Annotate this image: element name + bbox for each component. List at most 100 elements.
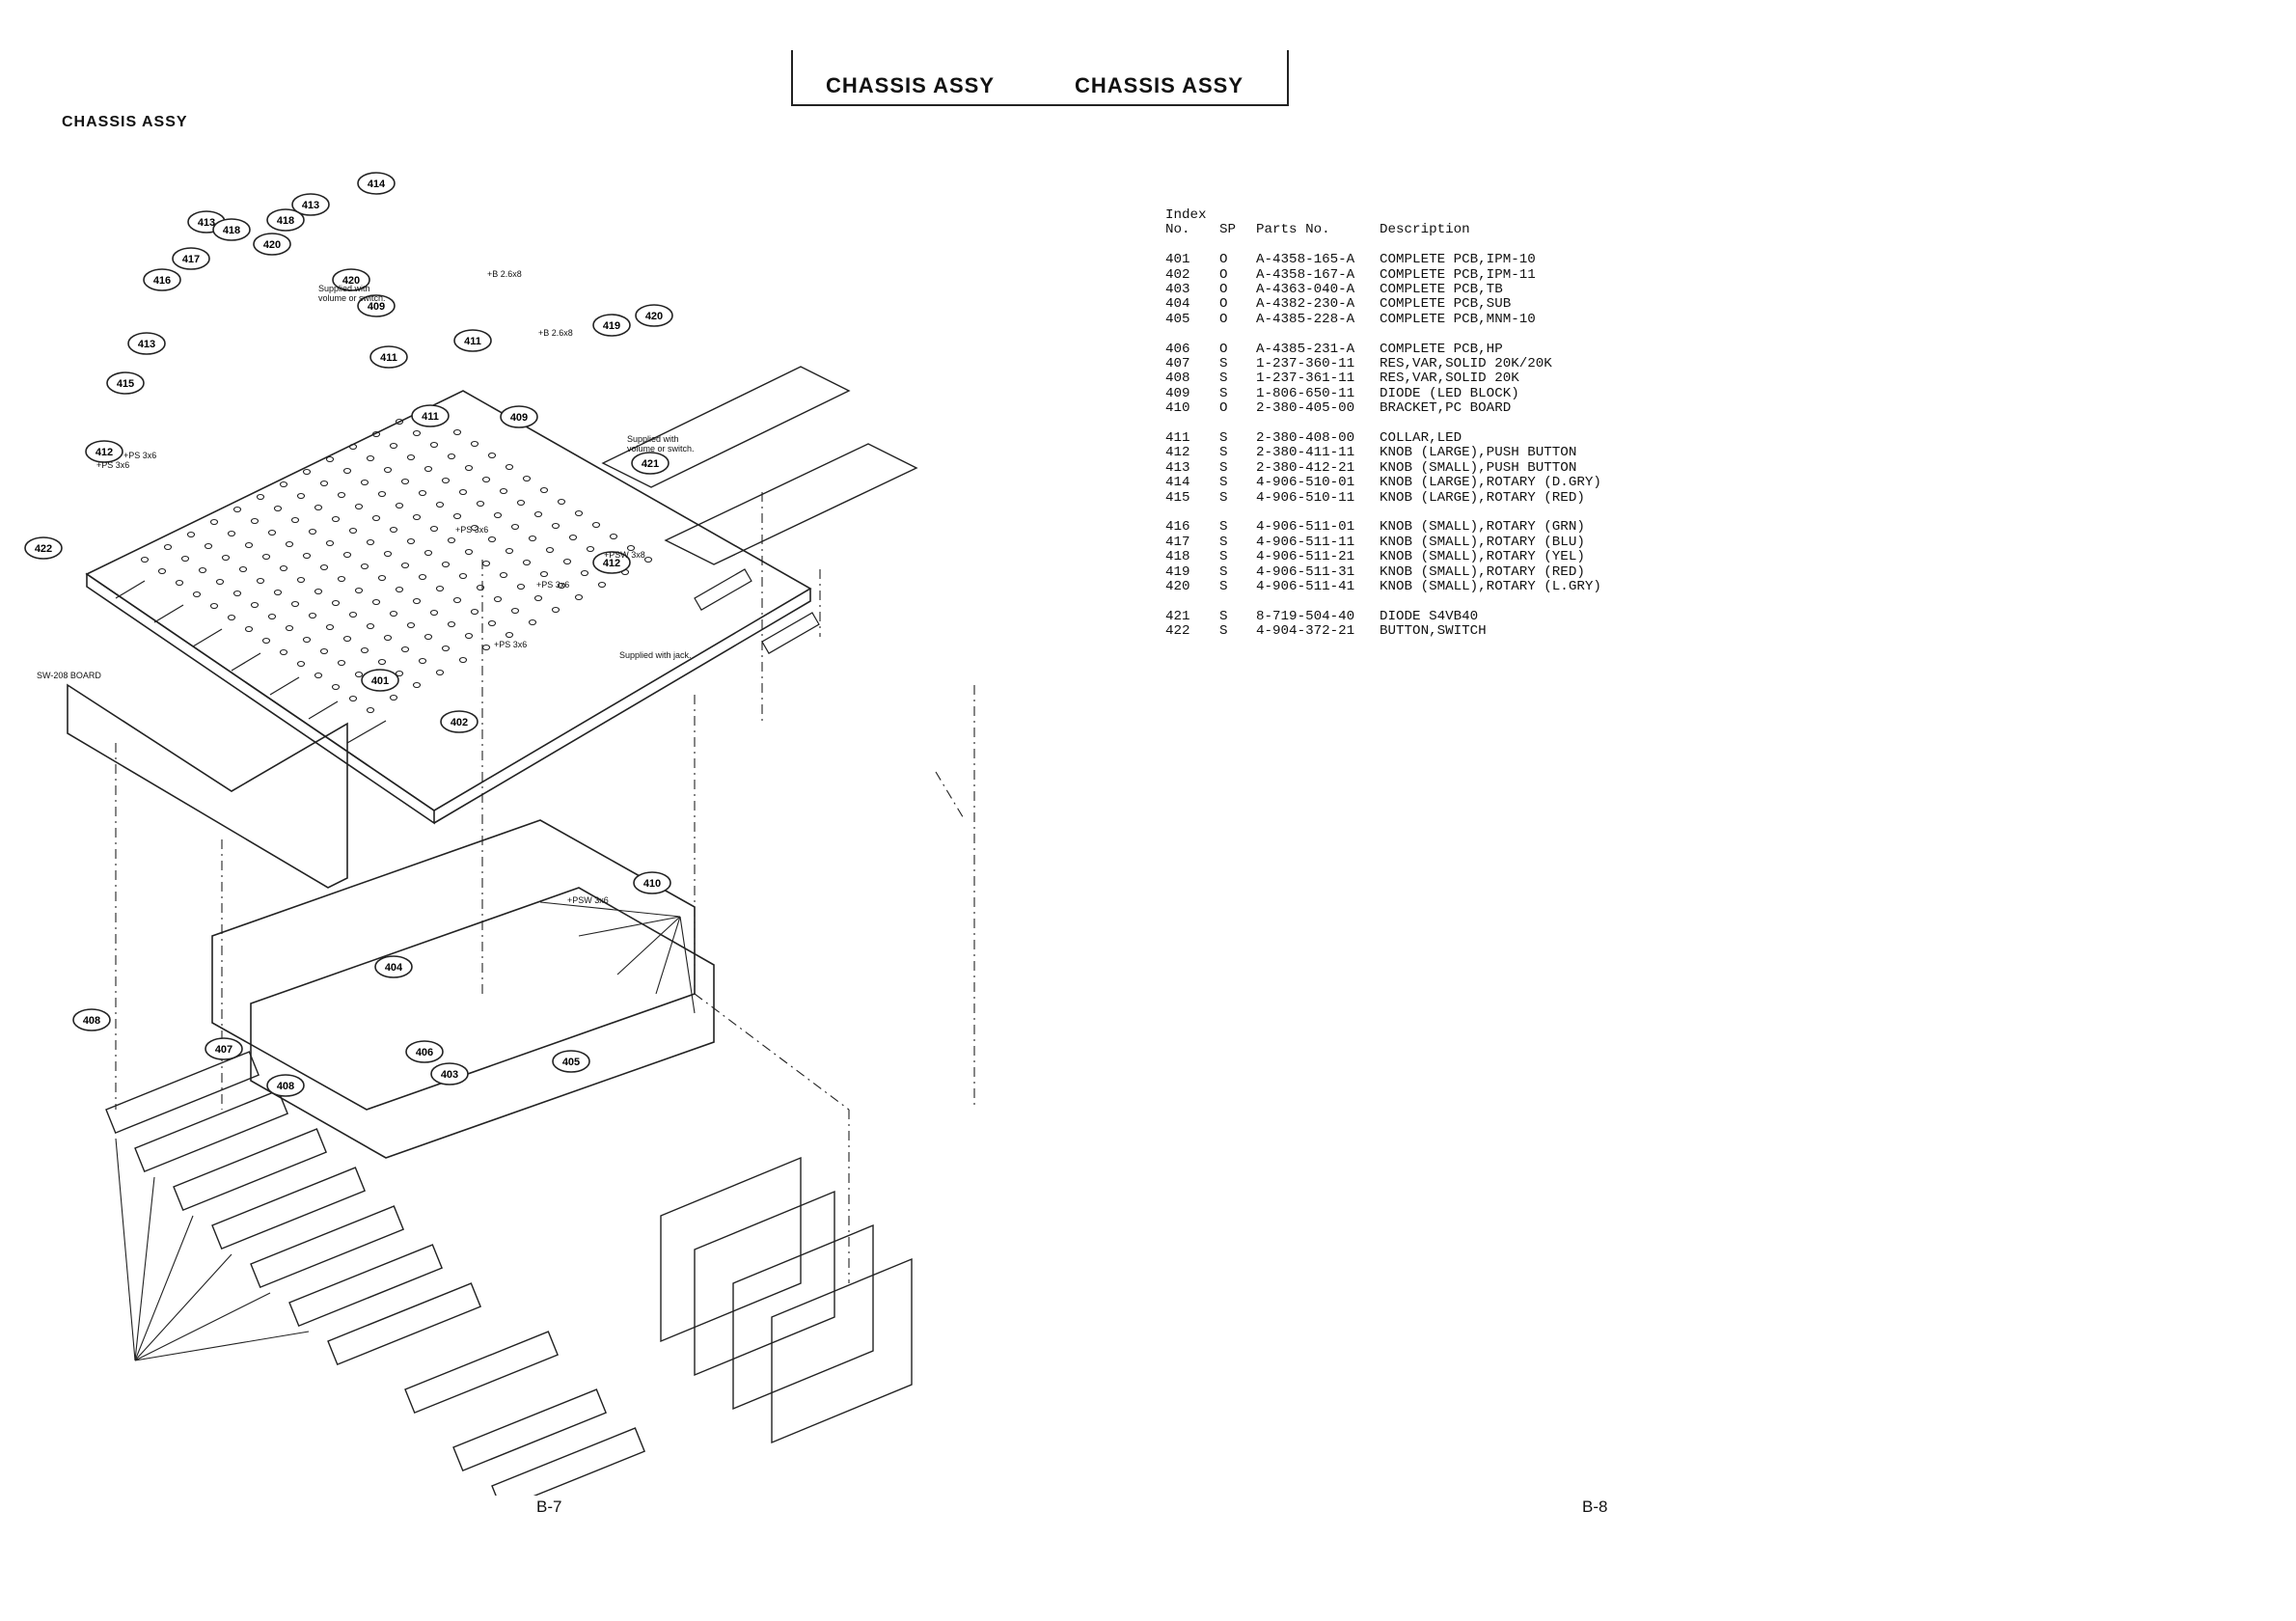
plate-hole (337, 491, 346, 499)
cell-index: 416 (1165, 519, 1190, 536)
cell-description: KNOB (LARGE),PUSH BUTTON (1380, 445, 1577, 461)
plate-hole (406, 621, 416, 629)
cell-parts-no: A-4358-167-A (1256, 266, 1355, 283)
plate-hole (412, 513, 422, 521)
plate-hole (626, 544, 636, 552)
callout-418-a: 418 (266, 208, 305, 232)
callout-411-c: 411 (411, 404, 450, 427)
note-supplied-vol-1a: Supplied with (318, 284, 370, 293)
callout-415: 415 (106, 371, 145, 395)
plate-hole (476, 500, 485, 508)
svg-text:420: 420 (263, 239, 281, 251)
svg-text:402: 402 (451, 717, 468, 728)
svg-text:406: 406 (416, 1047, 433, 1058)
cell-parts-no: 1-237-360-11 (1256, 356, 1355, 372)
note-supplied-vol-2a: Supplied with (627, 434, 679, 444)
cell-index: 402 (1165, 266, 1190, 283)
plate-hole (371, 598, 381, 606)
note-supplied-jack: Supplied with jack. (619, 650, 692, 660)
header-title-left: CHASSIS ASSY (826, 73, 996, 97)
plate-hole (412, 597, 422, 605)
cell-sp: O (1219, 266, 1228, 283)
svg-text:422: 422 (35, 543, 52, 555)
cell-parts-no: 2-380-412-21 (1256, 459, 1355, 476)
plate-hole (279, 481, 288, 488)
plate-hole (441, 477, 451, 484)
plate-hole (400, 646, 410, 653)
cell-index: 409 (1165, 385, 1190, 401)
plate-hole (308, 528, 317, 536)
svg-text:421: 421 (642, 458, 659, 470)
plate-hole (643, 556, 653, 563)
plate-hole (192, 591, 202, 598)
header-frame (791, 50, 1289, 106)
cell-description: KNOB (LARGE),ROTARY (RED) (1380, 489, 1585, 506)
plate-hole (250, 517, 260, 525)
callout-403: 403 (430, 1062, 469, 1085)
plate-hole (452, 428, 462, 436)
cell-parts-no: 2-380-411-11 (1256, 445, 1355, 461)
plate-hole (366, 538, 375, 546)
callout-412-a: 412 (85, 440, 123, 463)
cell-index: 417 (1165, 534, 1190, 550)
plate-hole (261, 553, 271, 561)
note-supplied-vol-1b: volume or switch. (318, 293, 386, 303)
sw-board (67, 683, 348, 889)
plate-hole (516, 499, 526, 507)
plate-hole (244, 625, 254, 633)
plate-hole (302, 552, 312, 560)
plate-hole (377, 658, 387, 666)
cell-parts-no: A-4385-231-A (1256, 341, 1355, 357)
plate-hole (348, 443, 358, 451)
plate-hole (464, 464, 474, 472)
plate-hole (285, 540, 294, 548)
callout-401: 401 (361, 669, 399, 692)
plate-hole (533, 594, 543, 602)
svg-text:401: 401 (371, 675, 389, 687)
cell-description: DIODE S4VB40 (1380, 608, 1479, 624)
note-b26x8-top: +B 2.6x8 (487, 269, 522, 279)
plate-hole (337, 659, 346, 667)
plate-slots (115, 568, 820, 744)
leaders-402 (539, 901, 696, 1014)
cell-description: KNOB (SMALL),ROTARY (BLU) (1380, 534, 1585, 550)
cell-sp: O (1219, 252, 1228, 268)
plate-hole (331, 683, 341, 691)
note-ps3x6-e: +PS 3x6 (494, 640, 527, 649)
plate-hole (238, 565, 248, 573)
cell-description: COMPLETE PCB,HP (1380, 341, 1503, 357)
plate-hole (331, 599, 341, 607)
cell-sp: O (1219, 282, 1228, 298)
plate-hole (493, 511, 503, 519)
cell-sp: S (1219, 608, 1228, 624)
callout-409-a: 409 (357, 294, 396, 317)
header-description: Description (1380, 222, 1470, 238)
plate-hole (389, 526, 398, 534)
plate-hole (198, 566, 207, 574)
plate-hole (406, 537, 416, 545)
cell-parts-no: 4-906-511-31 (1256, 563, 1355, 580)
plate-hole (516, 583, 526, 591)
plate-hole (424, 465, 433, 473)
plate-hole (377, 490, 387, 498)
cell-description: RES,VAR,SOLID 20K (1380, 371, 1519, 387)
plate-hole (319, 480, 329, 487)
cell-description: COMPLETE PCB,TB (1380, 282, 1503, 298)
callout-412-b: 412 (592, 551, 631, 574)
plate-hole (140, 556, 150, 563)
cell-description: COLLAR,LED (1380, 430, 1462, 447)
cell-parts-no: A-4382-230-A (1256, 296, 1355, 313)
plate-hole (302, 636, 312, 644)
svg-text:403: 403 (441, 1069, 458, 1081)
cell-description: COMPLETE PCB,IPM-10 (1380, 252, 1536, 268)
plate-hole (429, 609, 439, 617)
plate-hole (452, 596, 462, 604)
plate-hole (424, 549, 433, 557)
